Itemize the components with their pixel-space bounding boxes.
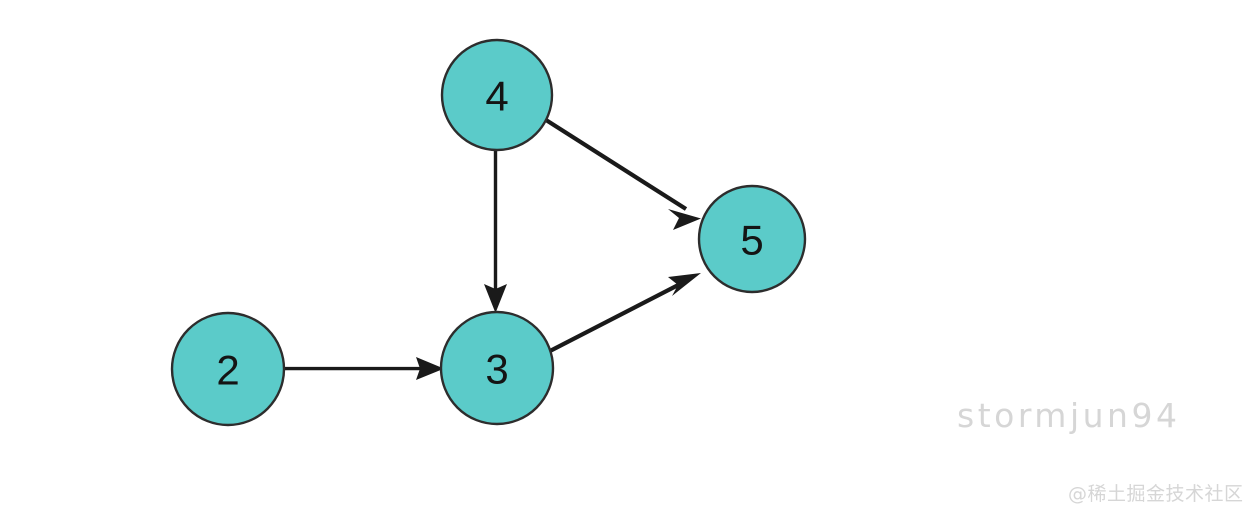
node-5-label: 5	[740, 217, 763, 264]
node-layer: 2 3 4 5	[170, 38, 807, 427]
node-3-label: 3	[485, 346, 508, 393]
node-2[interactable]: 2	[170, 311, 286, 427]
edge-4-to-3-arrowhead	[484, 284, 507, 313]
node-2-label: 2	[216, 347, 239, 394]
edge-2-to-3	[284, 357, 444, 380]
edge-3-to-5-line	[549, 279, 687, 353]
node-4-label: 4	[485, 73, 508, 120]
watermark-handle: stormjun94	[957, 396, 1181, 435]
watermark-community: @稀土掘金技术社区	[1068, 483, 1244, 505]
node-2-circle[interactable]	[170, 311, 286, 427]
edge-layer	[284, 118, 701, 380]
edge-4-to-5-line	[544, 118, 688, 211]
edge-4-to-5-arrowhead	[668, 209, 701, 230]
edge-4-to-5	[544, 118, 701, 230]
edge-2-to-3-arrowhead	[416, 357, 444, 380]
node-4[interactable]: 4	[440, 38, 554, 152]
node-4-circle[interactable]	[440, 38, 554, 152]
edge-3-to-5	[549, 273, 701, 353]
node-5-circle[interactable]	[697, 184, 807, 294]
edge-3-to-5-arrowhead	[668, 273, 701, 296]
node-3[interactable]: 3	[439, 310, 555, 426]
node-5[interactable]: 5	[697, 184, 807, 294]
edge-4-to-3	[484, 150, 507, 313]
node-3-circle[interactable]	[439, 310, 555, 426]
